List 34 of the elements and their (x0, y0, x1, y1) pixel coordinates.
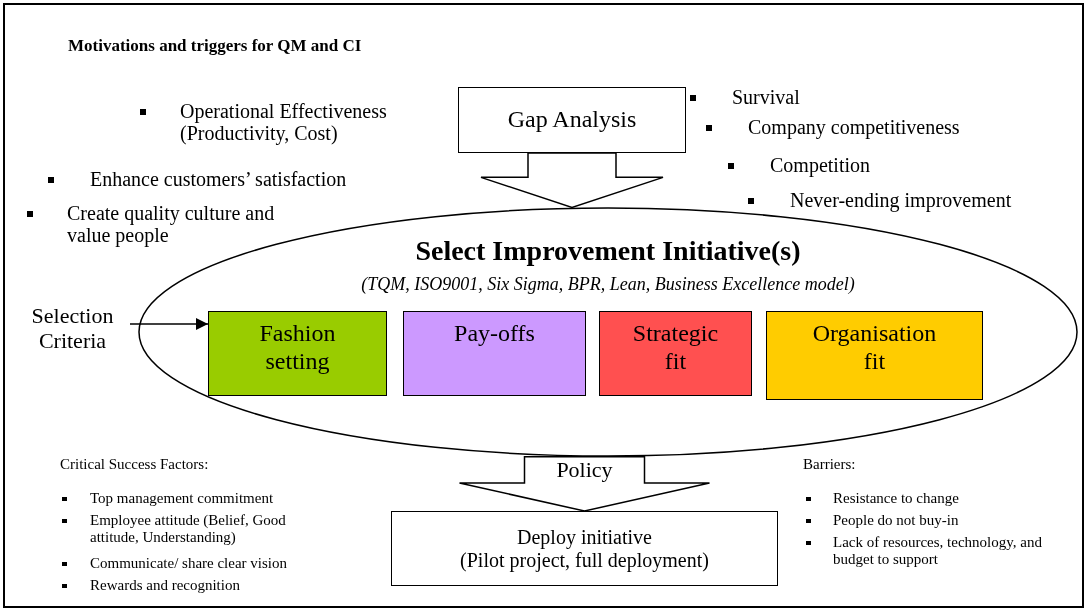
process-box (403, 311, 586, 396)
block-arrow (480, 152, 664, 209)
bullet-text: Resistance to change (833, 490, 960, 507)
process-box (599, 311, 752, 396)
process-box (208, 311, 387, 396)
box-text: Deploy initiative (517, 525, 652, 549)
bullet-text: Communicate/ share clear vision (90, 555, 289, 572)
box-text: (Pilot project, full deployment) (460, 548, 709, 572)
process-box (391, 511, 778, 586)
box-text: Fashion setting (258, 320, 337, 376)
box-text: Gap Analysis (507, 106, 637, 134)
bullet-text: Company competitiveness (748, 116, 961, 139)
bullet-text: Survival (732, 86, 801, 109)
box-text: Strategic fit (631, 320, 720, 376)
bullet-text: Competition (770, 154, 871, 177)
bullet-text: People do not buy-in (833, 512, 960, 529)
bullet-text: Lack of resources, technology, and budget to support (833, 534, 1043, 568)
process-box (766, 311, 983, 400)
bullet-text: Rewards and recognition (90, 577, 241, 594)
box-text: Pay-offs (454, 320, 535, 348)
bullet-text: Employee attitude (Belief, Good attitude, Understanding) (90, 512, 287, 546)
list-heading: Critical Success Factors: (60, 456, 210, 473)
bullet-text: Top management commitment (90, 490, 275, 507)
box-text: Organisation fit (811, 320, 938, 376)
bullet-text: Never-ending improvement (790, 189, 1013, 212)
criteria-label: Selection Criteria (30, 302, 115, 354)
bullet-text: Enhance customers’ satisfaction (90, 168, 348, 191)
bullet-text: Create quality culture and value people (67, 202, 276, 247)
diagram-title: Motivations and triggers for QM and CI (68, 35, 362, 57)
arrow (129, 318, 209, 330)
process-box (458, 87, 686, 153)
ellipse-subtitle: (TQM, ISO9001, Six Sigma, BPR, Lean, Business Excellence model) (360, 273, 856, 296)
bullet-text: Operational Effectiveness (Productivity, Cost) (180, 100, 388, 145)
list-heading: Barriers: (803, 456, 857, 473)
